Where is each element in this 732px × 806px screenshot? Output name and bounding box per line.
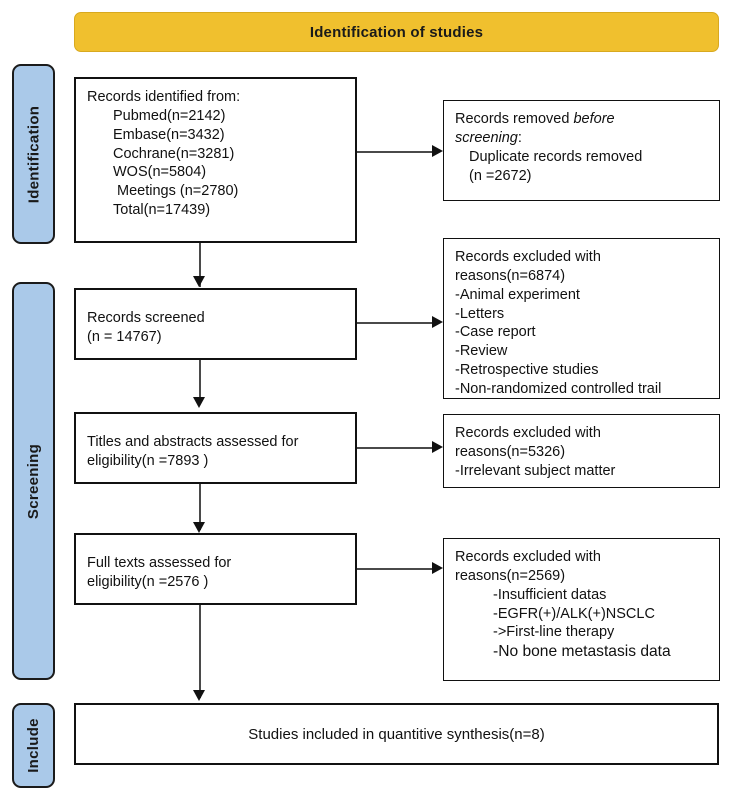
arrowhead-identified-to-removed [432, 145, 443, 157]
stage-label-include: Include [12, 703, 55, 788]
arrowhead-titles-to-excluded [432, 441, 443, 453]
excluded-screening-reason-4: -Review [455, 343, 508, 360]
arrowhead-identified-to-screened [193, 276, 205, 287]
connector-fulltexts-to-excluded [357, 568, 434, 570]
studies-included-label: Studies included in quantitive synthesis… [248, 725, 545, 743]
box-records-removed-before-screening: Records removed before screening: Duplic… [443, 100, 720, 201]
box-records-excluded-screening: Records excluded with reasons(n=6874) -A… [443, 238, 720, 399]
connector-titles-to-fulltexts [199, 484, 201, 530]
excluded-screening-reason-2: -Letters [455, 305, 505, 322]
connector-screened-to-titles [199, 360, 201, 404]
arrowhead-fulltexts-to-excluded [432, 562, 443, 574]
excluded-fulltext-reason-4: -No bone metastasis data [493, 643, 671, 661]
titles-abstracts-count: eligibility(n =7893 ) [87, 452, 209, 469]
excluded-screening-count: reasons(n=6874) [455, 267, 566, 284]
excluded-screening-reason-1: -Animal experiment [455, 286, 580, 303]
excluded-screening-reason-6: -Non-randomized controlled trail [455, 380, 662, 397]
excluded-titles-reason-1: -Irrelevant subject matter [455, 462, 616, 479]
records-removed-heading: Records removed before [455, 111, 615, 127]
stage-label-screening: Screening [12, 282, 55, 680]
connector-titles-to-excluded [357, 447, 434, 449]
box-records-identified: Records identified from: Pubmed(n=2142) … [74, 77, 357, 243]
records-removed-count: (n =2672) [469, 167, 532, 184]
excluded-titles-heading: Records excluded with [455, 425, 601, 441]
excluded-screening-reason-5: -Retrospective studies [455, 362, 599, 379]
excluded-fulltext-reason-2: -EGFR(+)/ALK(+)NSCLC [493, 605, 655, 622]
box-full-texts-assessed: Full texts assessed for eligibility(n =2… [74, 533, 357, 605]
excluded-fulltext-heading: Records excluded with [455, 549, 601, 565]
records-identified-wos: WOS(n=5804) [113, 164, 207, 181]
box-studies-included: Studies included in quantitive synthesis… [74, 703, 719, 765]
records-identified-meetings: Meetings (n=2780) [113, 183, 239, 200]
arrowhead-screened-to-excluded [432, 316, 443, 328]
banner-identification-of-studies: Identification of studies [74, 12, 719, 52]
stage-label-include-text: Include [25, 718, 43, 773]
full-texts-label: Full texts assessed for [87, 555, 232, 571]
stage-label-identification: Identification [12, 64, 55, 244]
records-removed-heading-2: screening: [455, 129, 522, 146]
arrowhead-screened-to-titles [193, 397, 205, 408]
records-removed-duplicate: Duplicate records removed [469, 148, 643, 165]
full-texts-count: eligibility(n =2576 ) [87, 573, 209, 590]
box-titles-abstracts-assessed: Titles and abstracts assessed for eligib… [74, 412, 357, 484]
records-identified-cochrane: Cochrane(n=3281) [113, 145, 235, 162]
connector-screened-to-excluded [357, 322, 434, 324]
connector-fulltexts-to-included [199, 605, 201, 698]
excluded-titles-count: reasons(n=5326) [455, 443, 566, 460]
banner-title: Identification of studies [309, 23, 484, 41]
connector-identified-to-removed [357, 151, 434, 153]
box-records-excluded-fulltext: Records excluded with reasons(n=2569) -I… [443, 538, 720, 681]
records-identified-pubmed: Pubmed(n=2142) [113, 107, 226, 124]
records-screened-label: Records screened [87, 310, 205, 326]
records-identified-heading: Records identified from: [87, 89, 241, 105]
stage-label-screening-text: Screening [25, 443, 43, 519]
box-records-screened: Records screened (n = 14767) [74, 288, 357, 360]
arrowhead-fulltexts-to-included [193, 690, 205, 701]
box-records-excluded-titles: Records excluded with reasons(n=5326) -I… [443, 414, 720, 488]
stage-label-identification-text: Identification [25, 105, 43, 203]
arrowhead-titles-to-fulltexts [193, 522, 205, 533]
records-identified-embase: Embase(n=3432) [113, 126, 225, 143]
records-identified-total: Total(n=17439) [113, 202, 211, 219]
excluded-fulltext-reason-1: -Insufficient datas [493, 586, 607, 603]
connector-identified-to-screened [199, 243, 201, 287]
titles-abstracts-label: Titles and abstracts assessed for [87, 434, 299, 450]
records-screened-count: (n = 14767) [87, 328, 162, 345]
excluded-fulltext-reason-3: ->First-line therapy [493, 624, 615, 641]
excluded-fulltext-count: reasons(n=2569) [455, 567, 566, 584]
excluded-screening-heading: Records excluded with [455, 249, 601, 265]
excluded-screening-reason-3: -Case report [455, 324, 536, 341]
